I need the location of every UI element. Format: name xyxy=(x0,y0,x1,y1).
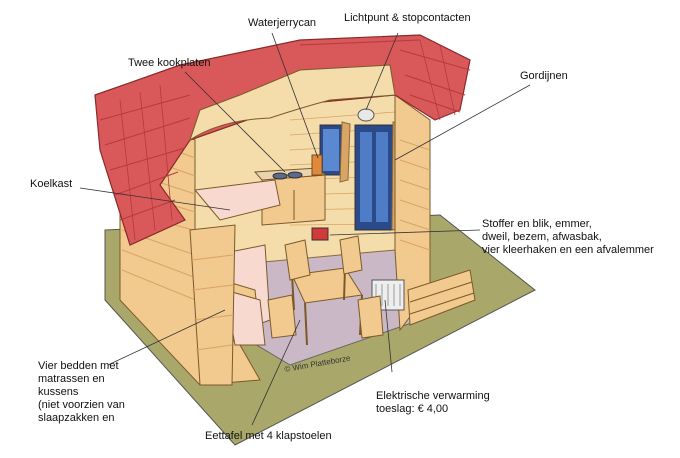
label-stoffer: Stoffer en blik, emmer, dweil, bezem, af… xyxy=(482,218,654,256)
leader-lines xyxy=(79,32,531,426)
porch-railing xyxy=(407,269,476,326)
light-fixture xyxy=(357,108,375,122)
bucket xyxy=(311,227,329,241)
label-gordijnen: Gordijnen xyxy=(520,70,568,82)
label-verwarming: Elektrische verwarming toeslag: € 4,00 xyxy=(376,390,490,415)
water-jerrycan xyxy=(311,154,323,176)
label-kookplaten: Twee kookplaten xyxy=(128,57,211,69)
upper-bed xyxy=(194,179,281,221)
front-post xyxy=(189,224,236,386)
hotplate-2 xyxy=(287,171,303,179)
hotplate-1 xyxy=(272,172,288,180)
curtain xyxy=(339,121,351,183)
label-waterjerrycan: Waterjerrycan xyxy=(248,17,317,29)
label-lichtpunt: Lichtpunt & stopcontacten xyxy=(344,12,471,24)
folding-chairs xyxy=(267,235,384,339)
label-koelkast: Koelkast xyxy=(30,178,73,190)
label-bedden: Vier bedden met matrassen en kussens (ni… xyxy=(38,360,125,424)
label-eettafel: Eettafel met 4 klapstoelen xyxy=(205,430,332,442)
